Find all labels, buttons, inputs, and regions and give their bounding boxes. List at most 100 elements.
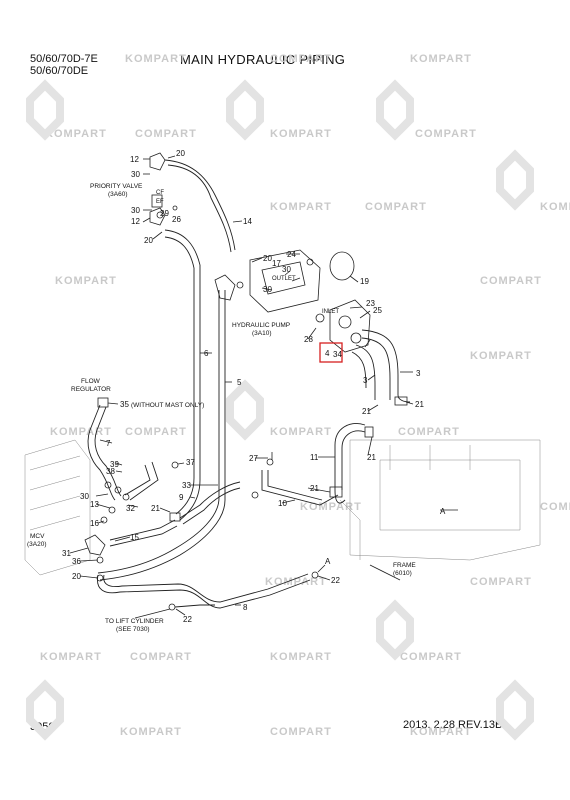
watermark-hexagon (376, 599, 414, 661)
watermark-text: COMPART (125, 426, 187, 438)
watermark-row: KOMPART (470, 350, 531, 362)
watermark-row: KOMPART COMPART KOMPART COMPART (40, 651, 462, 663)
callout-numbers: 12 20 30 30 29 26 12 20 14 24 20 17 30 1… (62, 149, 446, 624)
watermark-text: KOMPART (270, 128, 332, 140)
watermark-text: COMPART (398, 426, 460, 438)
watermark-text: KOMPART (270, 651, 332, 663)
pipe-9 (179, 481, 241, 525)
callout: A (440, 507, 446, 516)
callout: 10 (278, 499, 287, 508)
watermark-text: KOMPART (410, 726, 472, 738)
priority-valve-label: PRIORITY VALVE (90, 183, 143, 190)
callout: 13 (90, 500, 99, 509)
callout: 20 (72, 572, 81, 581)
watermark-text: COMPART (540, 501, 570, 513)
watermark-text: COMPART (270, 53, 332, 65)
port-label: EF (156, 199, 164, 205)
hose-20-lower (164, 229, 201, 269)
revision-date: 2013. 2.28 REV.13B (403, 719, 503, 731)
watermark-row: KOMPART COMPART (55, 275, 542, 287)
hose-7 (87, 397, 122, 501)
callout: 15 (130, 533, 139, 542)
callout: 11 (310, 453, 319, 462)
callout: 28 (304, 335, 313, 344)
hydraulic-pump-label: HYDRAULIC PUMP (232, 322, 290, 329)
callout: 39 (110, 460, 119, 469)
watermark-hexagons (26, 79, 534, 741)
callout: 23 (366, 299, 375, 308)
callout: 21 (367, 453, 376, 462)
callout: 22 (331, 576, 340, 585)
callout: 26 (172, 215, 181, 224)
callout: 32 (126, 504, 135, 513)
frame-outline (339, 439, 541, 561)
callout: 3 (363, 376, 368, 385)
callout: 35 (120, 400, 129, 409)
callout: 30 (263, 285, 272, 294)
callout: 38 (106, 467, 115, 476)
hose-14 (164, 159, 236, 253)
watermark-hexagon (26, 679, 64, 741)
watermark-layer: KOMPART COMPART KOMPART KOMPART COMPART … (40, 53, 570, 738)
watermark-text: KOMPART (45, 128, 107, 140)
watermark-row: KOMPART COMPART (265, 576, 532, 588)
callout: 31 (62, 549, 71, 558)
callout: 6 (204, 349, 209, 358)
watermark-text: COMPART (470, 576, 532, 588)
callout: 12 (130, 155, 139, 164)
callout: 36 (72, 557, 81, 566)
watermark-text: KOMPART (50, 426, 112, 438)
callout: 16 (90, 519, 99, 528)
callout: 30 (282, 265, 291, 274)
model-line-1: 50/60/70D-7E (30, 53, 98, 65)
o-ring (329, 251, 355, 281)
callout: 7 (106, 439, 111, 448)
callout: 8 (243, 603, 248, 612)
return-pipe-11 (334, 396, 408, 504)
watermark-text: KOMPART (410, 53, 472, 65)
port-label: CF (156, 190, 164, 196)
callout: 21 (310, 484, 319, 493)
watermark-hexagon (226, 379, 264, 441)
pipe-8 (97, 571, 319, 611)
flow-regulator-label: REGULATOR (71, 386, 111, 393)
watermark-text: KOMPART (120, 726, 182, 738)
watermark-text: COMPART (365, 201, 427, 213)
callout: 4 (325, 349, 330, 358)
hydraulic-pump-ref: (3A10) (252, 330, 272, 337)
watermark-row: KOMPART COMPART KOMPART (270, 201, 570, 213)
callout: 30 (80, 492, 89, 501)
watermark-hexagon (496, 679, 534, 741)
callout: 21 (415, 400, 424, 409)
priority-valve (149, 152, 178, 226)
outlet-label: OUTLET (272, 276, 296, 282)
watermark-text: COMPART (480, 275, 542, 287)
callout: 5 (237, 378, 242, 387)
leader-lines (69, 155, 458, 619)
lift-cylinder-label: TO LIFT CYLINDER (105, 618, 164, 625)
pipe-10 (251, 458, 343, 506)
frame-label: FRAME (393, 562, 416, 569)
watermark-text: COMPART (400, 651, 462, 663)
watermark-text: KOMPART (55, 275, 117, 287)
page-title: MAIN HYDRAULIC PIPING (180, 52, 346, 67)
callout: 37 (186, 458, 195, 467)
callout: 21 (362, 407, 371, 416)
flow-regulator-label: FLOW (81, 378, 101, 385)
elbow-fitting (214, 274, 244, 301)
callout: 20 (263, 254, 272, 263)
callout: 9 (179, 493, 184, 502)
hydraulic-pump (249, 249, 371, 353)
pipe-5 (97, 290, 226, 581)
frame-ref: (6010) (393, 570, 412, 577)
watermark-text: KOMPART (270, 426, 332, 438)
callout: 30 (131, 206, 140, 215)
suction-pipe-3 (351, 329, 411, 403)
mcv-outline (24, 439, 91, 576)
watermark-text: KOMPART (125, 53, 187, 65)
callout: A (325, 557, 331, 566)
callout: 14 (243, 217, 252, 226)
pipe-6 (175, 265, 201, 521)
watermark-text: COMPART (135, 128, 197, 140)
